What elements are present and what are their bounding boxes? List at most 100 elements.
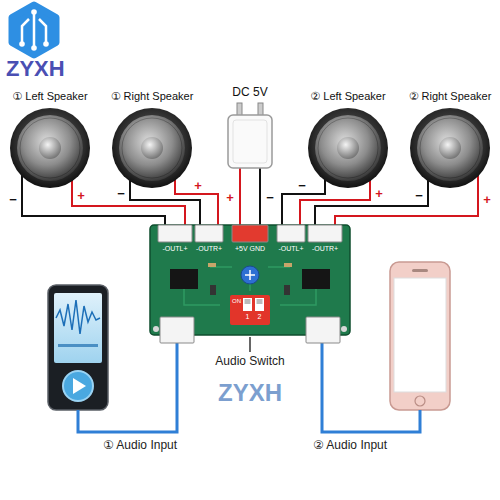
- amplifier-board-part-part: [284, 285, 290, 295]
- speaker-wire: [315, 188, 428, 225]
- smartphone-part: [390, 262, 450, 410]
- pin-label: -OUTL+: [278, 245, 303, 253]
- mp3-player: [48, 285, 108, 410]
- mp3-player-part: [48, 285, 108, 410]
- voltage-label: DC 5V: [232, 86, 267, 99]
- watermark: ZYXH: [218, 380, 282, 406]
- speaker-part: [300, 90, 396, 188]
- speaker-label: ① Right Speaker: [111, 90, 194, 102]
- brand-logo-part: [19, 41, 25, 47]
- speaker-part-part: [17, 115, 83, 181]
- speaker: ① Right Speaker: [104, 90, 200, 188]
- amplifier-board-part-part: [284, 263, 292, 267]
- dip-switch-part-part: [243, 298, 252, 311]
- amplifier-board-part-part: [302, 269, 330, 289]
- speaker-part: [402, 90, 498, 188]
- amplifier-board-part-part: [170, 269, 198, 289]
- smartphone-part: [412, 269, 428, 272]
- polarity-sign: +: [224, 191, 236, 205]
- speaker-label: ② Right Speaker: [409, 90, 492, 102]
- mp3-player-part: [63, 371, 93, 401]
- speaker-part-part: [119, 115, 185, 181]
- dip-switch-part-part: [245, 299, 251, 304]
- amplifier-board-part-part: [184, 267, 316, 305]
- amplifier-board-part-part: [158, 225, 192, 242]
- polarity-sign: +: [373, 187, 385, 201]
- speaker-part-part: [420, 118, 480, 178]
- power-adapter-part-part: [237, 103, 242, 116]
- power-adapter-part: [215, 86, 285, 175]
- power-adapter: DC 5V: [215, 86, 285, 175]
- pin-label: -OUTR+: [196, 245, 222, 253]
- polarity-sign: +: [481, 193, 493, 207]
- mp3-player-part: [56, 300, 100, 334]
- amplifier-board-part-part: [308, 225, 342, 242]
- speaker-part-part: [112, 108, 192, 188]
- speaker-wire: [175, 188, 218, 225]
- speaker-part: [104, 90, 200, 188]
- amplifier-board-part-part: [341, 326, 347, 332]
- speaker-label: ② Left Speaker: [310, 90, 385, 102]
- smartphone-part: [394, 278, 446, 392]
- amplifier-board-part-part: [232, 225, 268, 242]
- dip-switch: ON12: [230, 295, 270, 325]
- dip-switch-part-part: [257, 299, 263, 304]
- amplifier-board-part-part: [241, 266, 259, 284]
- speaker: ② Left Speaker: [300, 90, 396, 188]
- audio-cable: [78, 343, 420, 432]
- amplifier-board-part-part: [160, 317, 194, 343]
- speaker-wire: [259, 175, 261, 225]
- speaker-part-part: [318, 118, 378, 178]
- power-adapter-part-part: [233, 120, 267, 163]
- amplifier-board-part-part: [306, 317, 340, 343]
- speaker-part-part: [141, 137, 163, 159]
- speaker: ② Right Speaker: [402, 90, 498, 188]
- pin-label: -OUTL+: [162, 245, 187, 253]
- power-adapter-part-part: [228, 115, 272, 168]
- speaker-wire: [335, 188, 478, 225]
- speaker-part-part: [410, 108, 490, 188]
- watermark: ZYXH: [6, 57, 65, 81]
- dip-switch-part-part: [230, 295, 270, 325]
- speaker-part-part: [308, 108, 388, 188]
- switch-label: 2: [258, 313, 262, 321]
- speaker-part-part: [122, 118, 182, 178]
- pin-label: -OUTR+: [312, 245, 338, 253]
- dip-switch-part-part: [255, 298, 264, 311]
- brand-logo-part: [31, 45, 37, 51]
- leader-line: [249, 337, 251, 352]
- speaker-part-part: [439, 137, 461, 159]
- speaker-part-part: [20, 118, 80, 178]
- brand-logo-part: [31, 9, 37, 15]
- amplifier-board: -OUTL+ -OUTR+ +5V GND -OUTL+ -OUTR+ ON12: [150, 225, 350, 335]
- mp3-player-part: [54, 293, 102, 363]
- mp3-player-part: [58, 344, 98, 347]
- amplifier-board-part-part: [195, 225, 223, 242]
- amplifier-board-part-part: [153, 326, 159, 332]
- speaker-part-part: [337, 137, 359, 159]
- smartphone: [390, 262, 450, 410]
- polarity-sign: −: [413, 189, 425, 203]
- amplifier-board-part-part: [277, 225, 305, 242]
- speaker-part: [2, 90, 98, 188]
- polarity-sign: −: [7, 193, 19, 207]
- brand-logo-part: [22, 14, 46, 46]
- brand-logo-part: [43, 41, 49, 47]
- amplifier-board-part-part: [208, 263, 216, 267]
- speaker-wire: [72, 188, 185, 225]
- pin-label: +5V GND: [235, 245, 265, 253]
- brand-logo: [12, 5, 56, 55]
- caption: ① Audio Input: [101, 439, 179, 452]
- speaker-part-part: [417, 115, 483, 181]
- speaker-wire: [239, 175, 241, 225]
- speaker-part-part: [315, 115, 381, 181]
- audio-cable-part: [78, 343, 177, 432]
- switch-label: 1: [246, 313, 250, 321]
- speaker-label: ① Left Speaker: [12, 90, 87, 102]
- speaker: ① Left Speaker: [2, 90, 98, 188]
- brand-logo-part: [12, 5, 56, 55]
- speaker-part-part: [10, 108, 90, 188]
- speaker-part-part: [39, 137, 61, 159]
